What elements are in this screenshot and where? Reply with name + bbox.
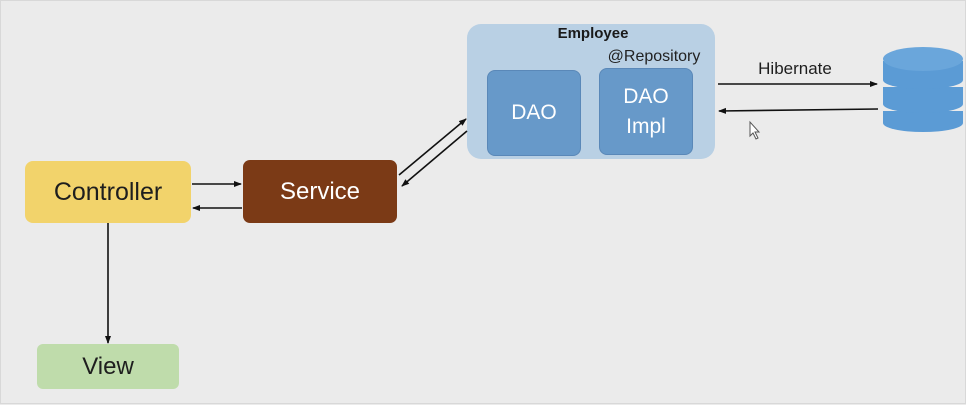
arrow-database-to-repository bbox=[718, 107, 879, 114]
database-icon bbox=[883, 47, 963, 132]
arrow-service-to-repository bbox=[398, 118, 467, 176]
controller-node: Controller bbox=[25, 161, 191, 223]
dao-impl-label-line2: Impl bbox=[626, 114, 666, 138]
arrow-repository-to-service bbox=[401, 130, 468, 187]
employee-group-title: Employee bbox=[557, 25, 629, 42]
hibernate-edge-label: Hibernate bbox=[758, 59, 832, 78]
mouse-cursor-icon bbox=[749, 120, 761, 140]
service-label: Service bbox=[279, 177, 361, 205]
dao-impl-label-line1: DAO bbox=[623, 84, 669, 108]
employee-repository-group: Employee @Repository DAO DAO Impl bbox=[467, 24, 715, 159]
repository-annotation: @Repository bbox=[607, 48, 701, 65]
dao-label: DAO bbox=[511, 101, 557, 124]
controller-label: Controller bbox=[53, 177, 163, 206]
view-node: View bbox=[37, 344, 179, 389]
dao-impl-node: DAO Impl bbox=[599, 68, 693, 155]
dao-node: DAO bbox=[487, 70, 581, 156]
view-label: View bbox=[82, 352, 134, 380]
service-node: Service bbox=[243, 160, 397, 223]
